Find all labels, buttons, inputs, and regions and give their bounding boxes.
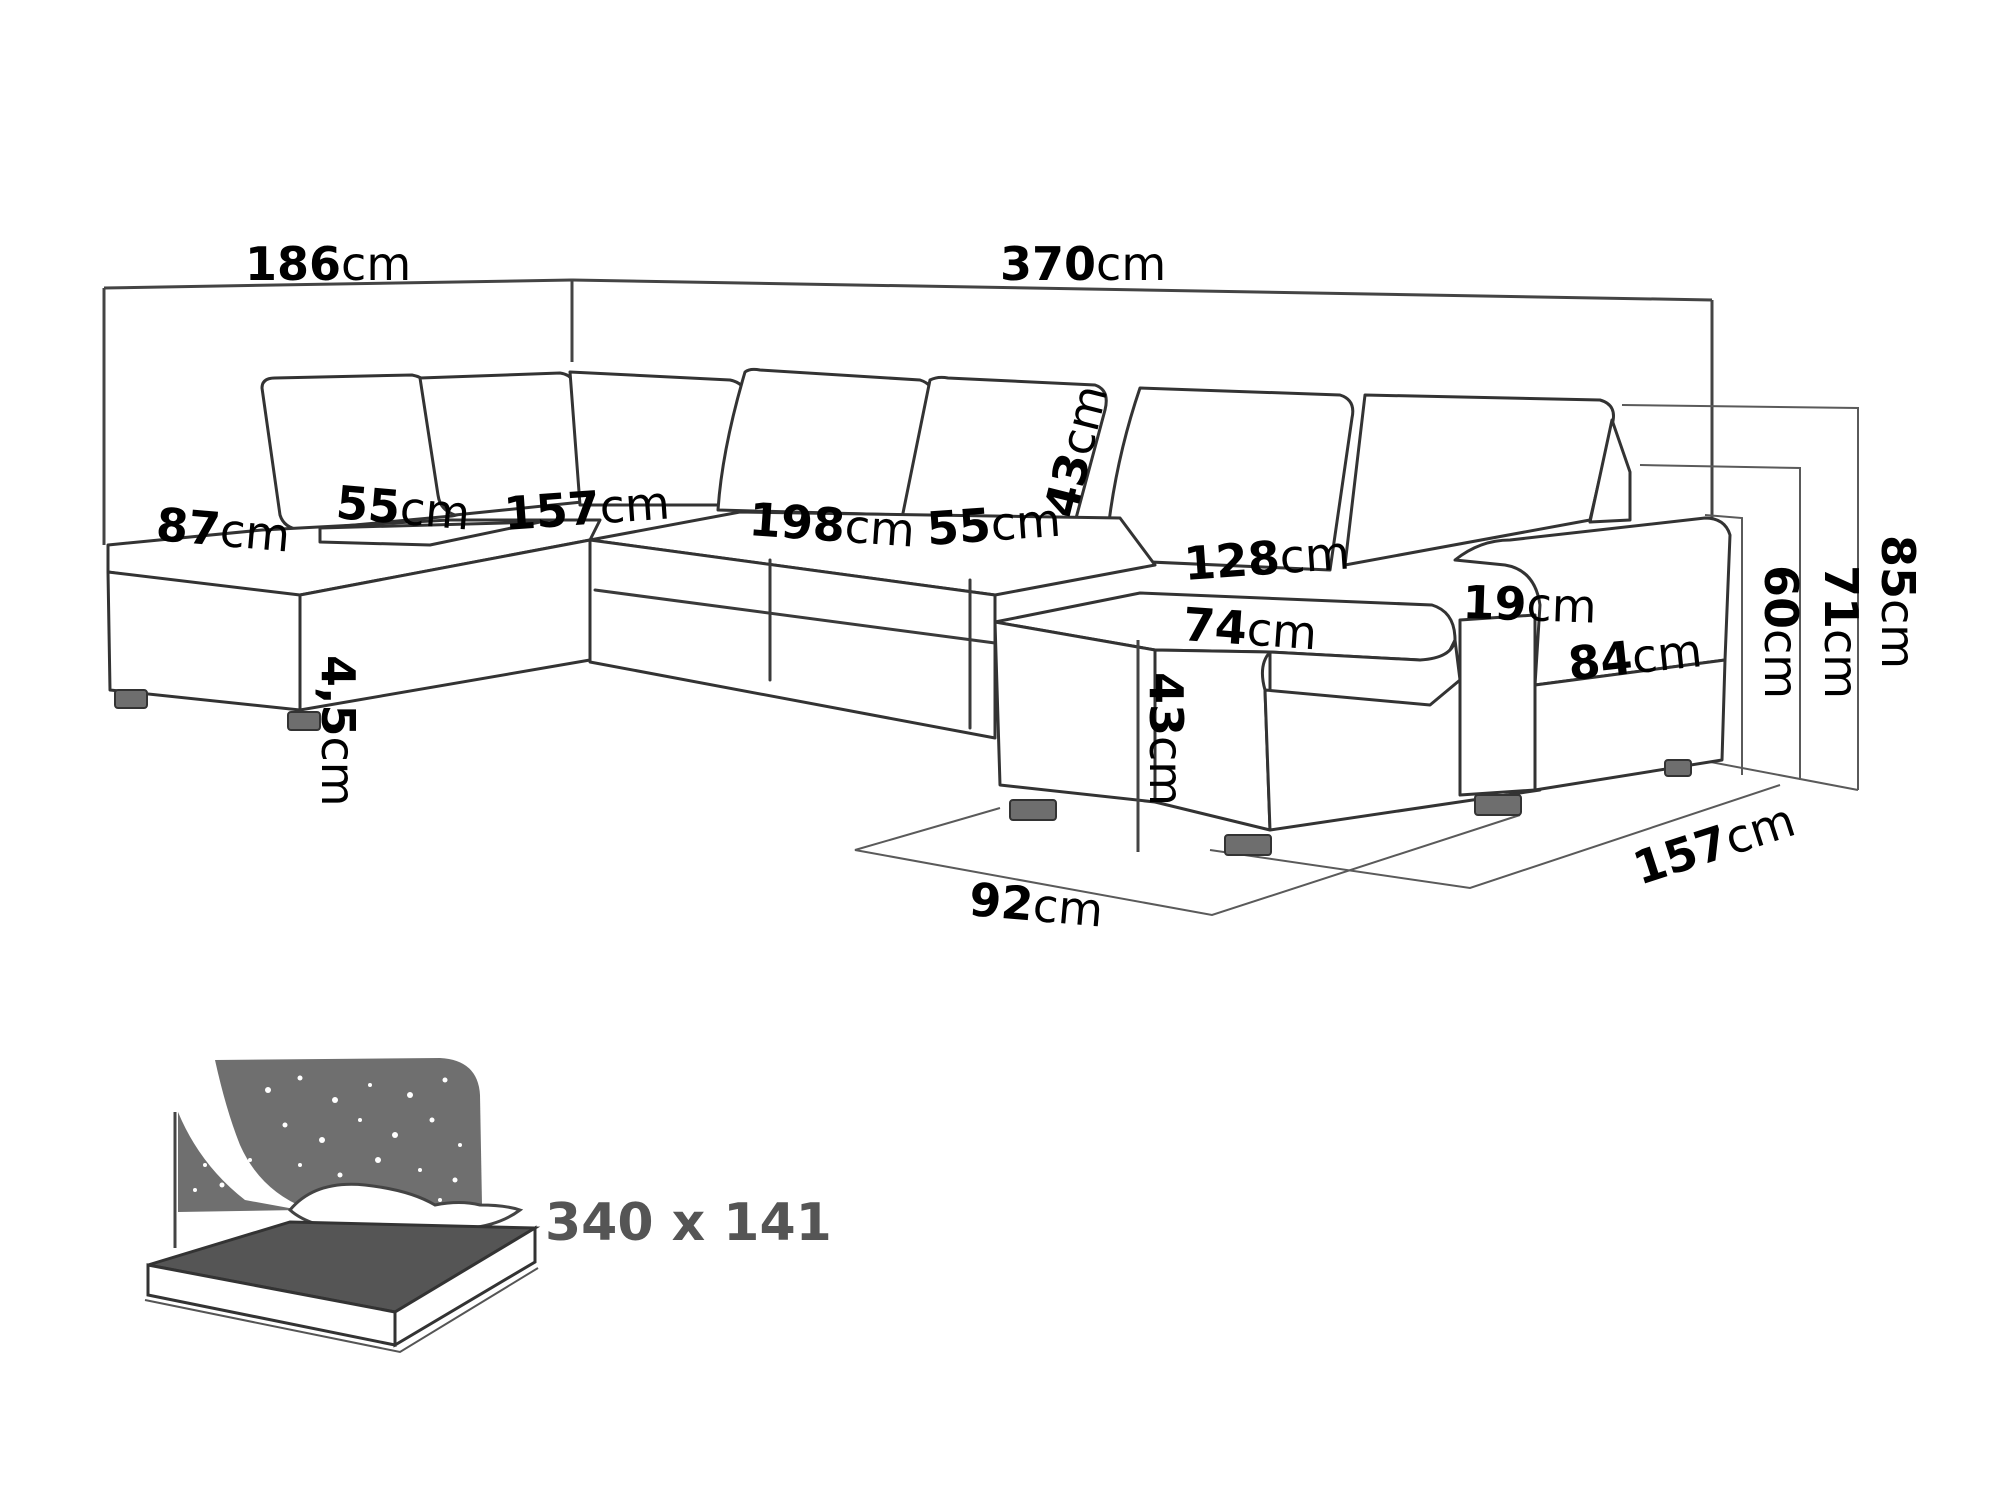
right-armrest-top: [1453, 516, 1732, 687]
dimension-labels: 186cm 370cm 87cm 55cm 157cm 198cm 55cm 4…: [154, 237, 1925, 938]
sofa-drawing: [106, 367, 1732, 856]
dim-chaise-length: 128cm: [1182, 526, 1352, 591]
dim-height-back: 71cm: [1814, 565, 1868, 699]
dim-height-total: 85cm: [1871, 535, 1925, 669]
right-armrest-front: [1458, 613, 1537, 797]
bed-measure-line: [144, 1267, 539, 1354]
dim-cushion-left: 55cm: [334, 475, 472, 540]
dim-armrest-width: 19cm: [1462, 575, 1598, 634]
dim-depth-chaise: 92cm: [967, 872, 1105, 937]
bed-size-label: 340 x 141: [545, 1193, 832, 1253]
bed-base-side: [393, 1225, 537, 1348]
dim-chaise-width: 74cm: [1181, 597, 1319, 660]
dim-seat-left: 157cm: [502, 476, 672, 541]
dimension-guides: [102, 278, 1859, 917]
leg: [1224, 834, 1272, 856]
leg: [1009, 799, 1057, 821]
dim-height-armrest: 60cm: [1754, 565, 1808, 699]
middle-seat-front: [588, 538, 997, 740]
leg: [287, 711, 321, 731]
right-back-side: [1588, 418, 1632, 524]
dim-seat-height: 43cm: [1139, 672, 1193, 806]
dim-leg-height: 4,5cm: [311, 655, 365, 807]
dim-depth-left-chaise: 87cm: [154, 497, 292, 562]
right-chaise-front: [993, 620, 1157, 804]
night-sky-headboard: [215, 1058, 482, 1208]
right-armrest-side: [1533, 658, 1727, 792]
sleeping-area-icon: 340 x 141: [144, 1058, 832, 1354]
leg: [114, 689, 148, 709]
dim-width-left: 186cm: [245, 237, 411, 291]
leg: [1474, 794, 1522, 816]
dim-cushion-middle: 55cm: [925, 493, 1063, 556]
middle-back-cushion-3: [900, 375, 1108, 524]
dim-seat-middle: 198cm: [747, 492, 917, 557]
leg: [1664, 759, 1692, 777]
left-seat-cushion: [318, 520, 542, 547]
night-sky-left: [178, 1112, 300, 1212]
dim-armrest-depth: 84cm: [1566, 623, 1705, 691]
dim-depth-right: 157cm: [1627, 793, 1802, 896]
dim-width-main: 370cm: [1000, 237, 1166, 291]
